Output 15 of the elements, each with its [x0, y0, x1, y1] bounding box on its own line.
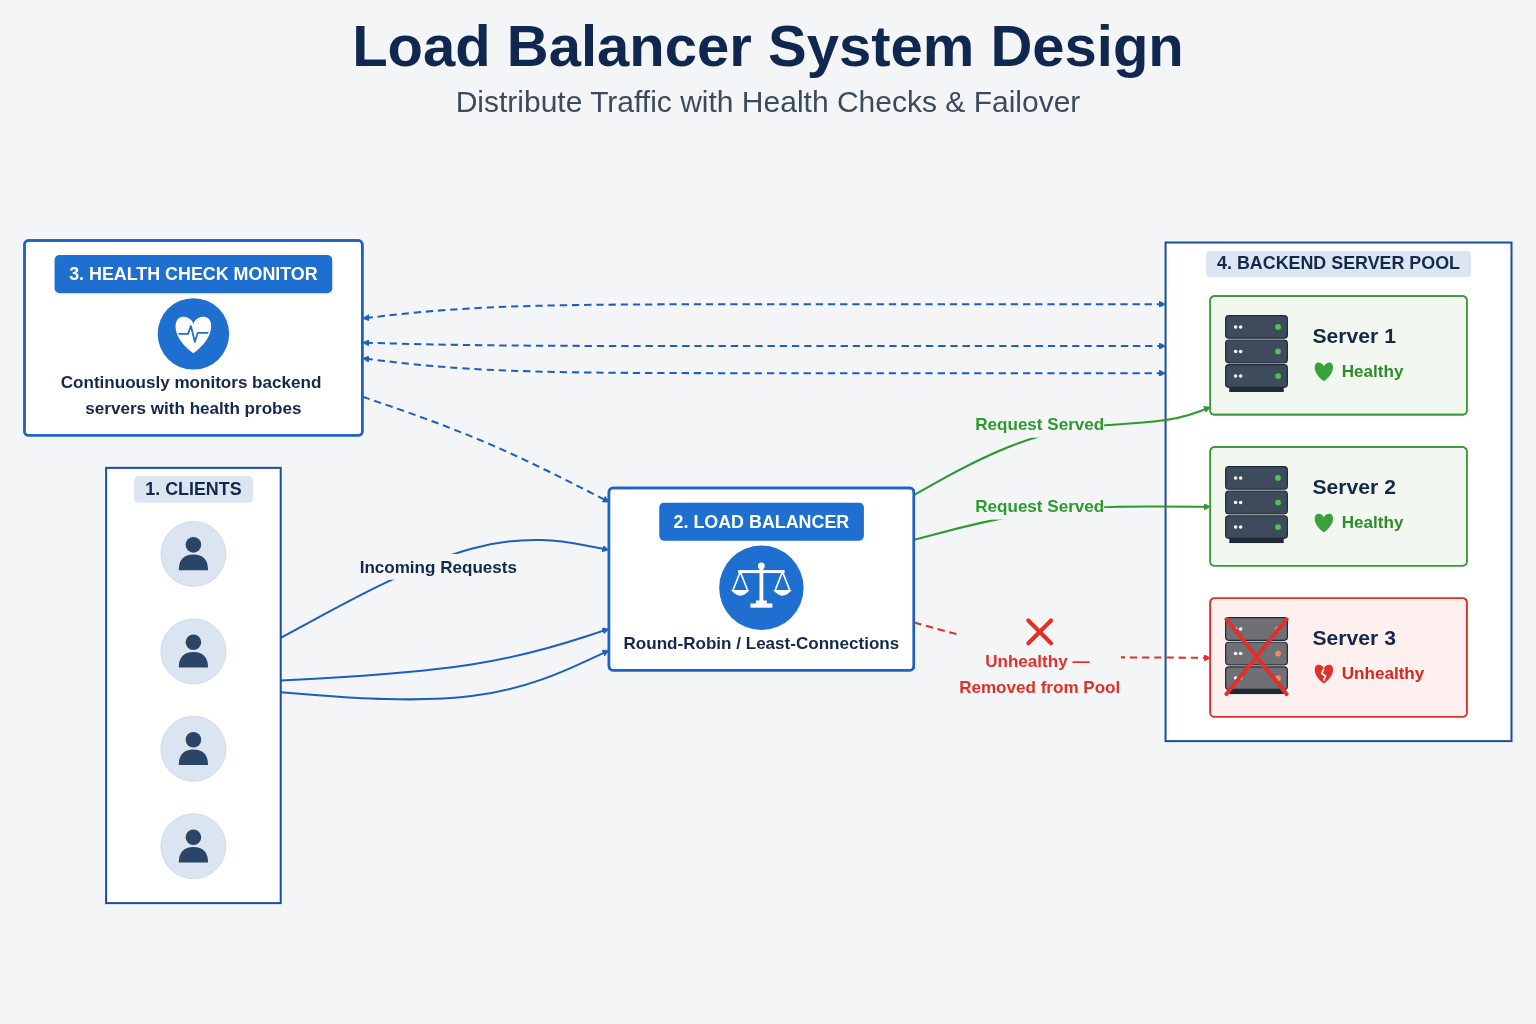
cluster: 1. CLIENTS: [105, 466, 282, 905]
edge-label: Unhealthy — Removed from Pool: [959, 651, 1121, 696]
arrow: [362, 300, 1166, 322]
arrow: [362, 339, 1166, 350]
node-person: [160, 618, 227, 685]
node-person: [160, 813, 227, 880]
subtitle: Distribute Traffic with Health Checks & Failover: [455, 83, 1081, 120]
edge-label: Incoming Requests: [359, 557, 517, 576]
arrow: [362, 355, 1166, 377]
edge-label: Request Served: [975, 496, 1105, 516]
arrow: [913, 406, 1211, 496]
edge-label: Request Served: [975, 415, 1105, 434]
node-person: [160, 521, 227, 587]
node-person: [160, 716, 227, 782]
title: Load Balancer System Design: [352, 14, 1184, 78]
